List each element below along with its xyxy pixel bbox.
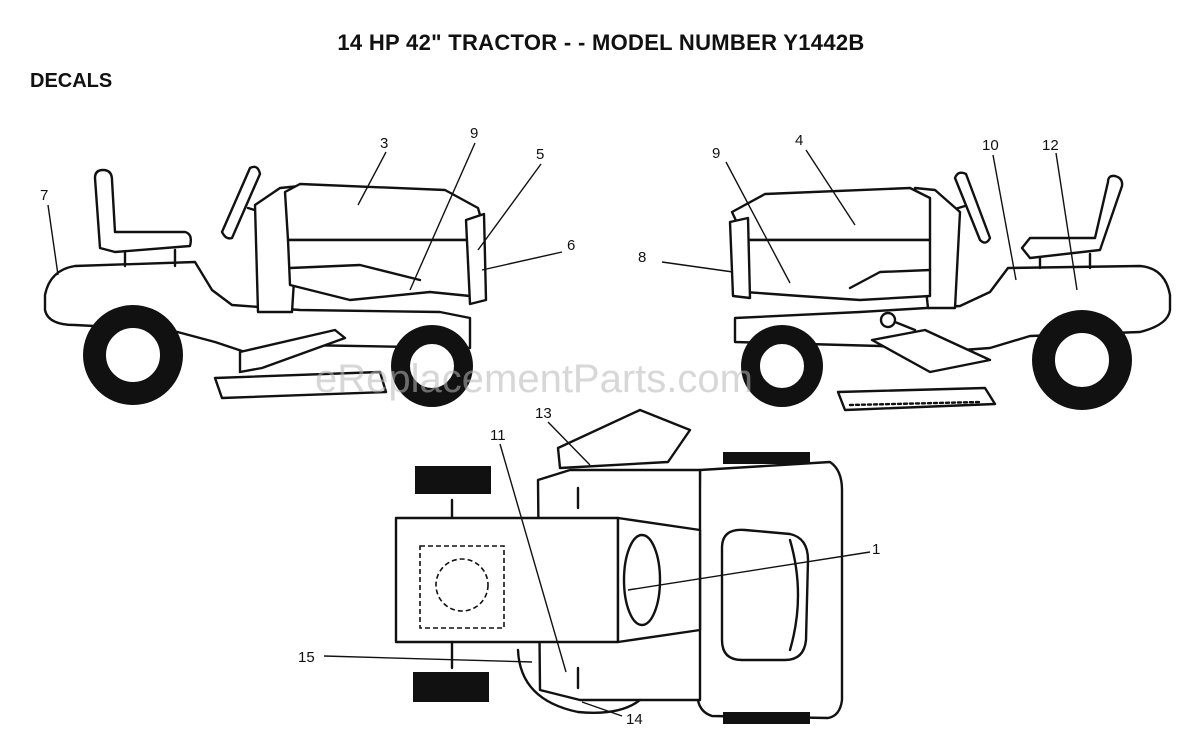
seat-cushion-top: [720, 528, 810, 662]
ignition-key: [879, 311, 897, 329]
footrest-left: [238, 328, 347, 374]
tractor-right-side-view: [728, 171, 1172, 412]
callout-3: 3: [380, 135, 388, 152]
callout-8: 8: [638, 249, 646, 266]
callout-13: 13: [535, 405, 552, 422]
hood-right: [730, 186, 932, 242]
rear-tire-top-upper: [723, 452, 810, 464]
callout-14: 14: [626, 711, 643, 728]
hood-top: [394, 516, 620, 644]
callout-5: 5: [536, 146, 544, 163]
engine-outline: [419, 545, 505, 629]
front-tire-top-upper: [415, 466, 491, 494]
rear-tire-top-lower: [723, 712, 810, 724]
section-heading: DECALS: [30, 70, 113, 92]
leader-lines: [47, 142, 1078, 717]
callout-numbers: 3 9 5 6 7 8 9 4 10 12 1 11 13 15 14: [40, 125, 1059, 728]
steering-wheel-left: [220, 165, 262, 240]
callout-15: 15: [298, 649, 315, 666]
seat-left: [93, 168, 193, 254]
tractor-left-side-view: [43, 165, 488, 407]
grille-right: [728, 216, 752, 300]
callout-9-left: 9: [470, 125, 478, 142]
tractor-top-view: [394, 408, 844, 724]
callout-10: 10: [982, 137, 999, 154]
callout-4: 4: [795, 132, 803, 149]
steering-column-top: [622, 533, 662, 627]
callout-6: 6: [567, 237, 575, 254]
callout-1: 1: [872, 541, 880, 558]
diagram-title: 14 HP 42" TRACTOR - - MODEL NUMBER Y1442…: [337, 30, 865, 55]
mower-deck-left: [213, 370, 388, 400]
steering-wheel-right: [953, 171, 992, 244]
callout-7: 7: [40, 187, 48, 204]
grille-left: [464, 212, 488, 306]
seat-right: [1020, 174, 1124, 260]
callout-9-right: 9: [712, 145, 720, 162]
seat-top: [556, 408, 692, 470]
watermark-text: eReplacementParts.com: [315, 357, 753, 401]
footrest-right: [870, 328, 992, 374]
front-tire-top-lower: [413, 672, 489, 702]
callout-12: 12: [1042, 137, 1059, 154]
mower-deck-right: [836, 386, 997, 412]
callout-11: 11: [490, 427, 506, 444]
